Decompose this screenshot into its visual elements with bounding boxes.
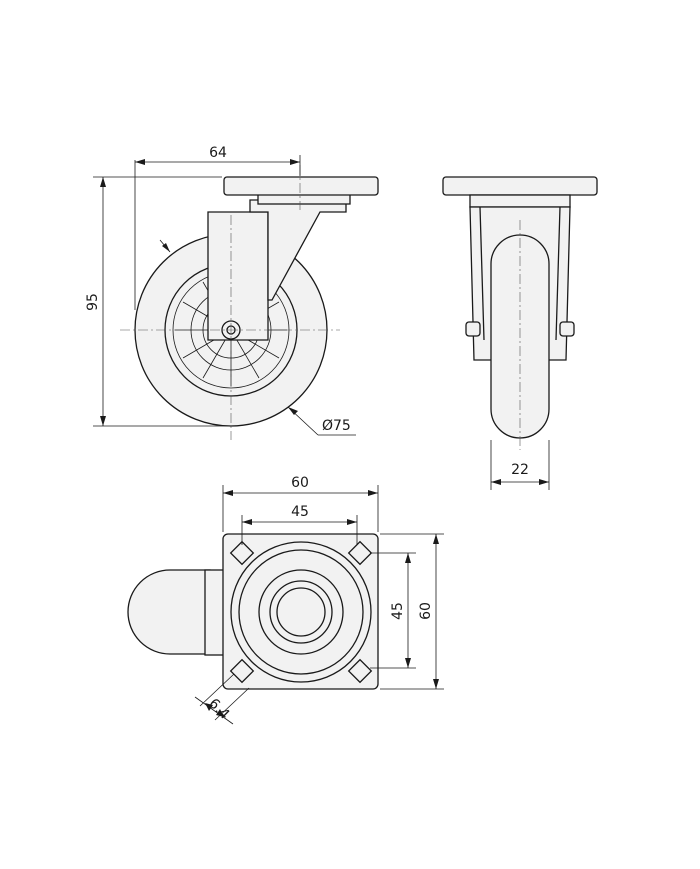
bolt-hole-tl — [229, 540, 255, 566]
plate-ring-inner — [258, 569, 344, 655]
dim-wheel-width: 22 — [511, 462, 529, 478]
dim-hole-diameter: 6.4 — [205, 696, 232, 723]
plate-ring-mid — [238, 549, 364, 675]
front-view: 22 — [442, 176, 598, 490]
bolt-hole-br — [347, 658, 373, 684]
side-view: 64 95 Ø75 — [85, 145, 379, 440]
top-view: 60 45 45 60 6.4 — [127, 475, 444, 725]
kingpin-outer — [269, 580, 333, 644]
dim-bolt-spacing-v: 45 — [390, 602, 406, 620]
front-swivel — [469, 194, 571, 208]
dim-top-width: 64 — [209, 145, 227, 161]
front-axle-left — [465, 321, 481, 337]
kingpin-inner — [276, 587, 326, 637]
bolt-hole-bl — [229, 658, 255, 684]
bolt-hole-tr — [347, 540, 373, 566]
bolt-holes — [229, 540, 373, 684]
front-axle-right — [559, 321, 575, 337]
dim-bolt-spacing-h: 45 — [291, 504, 309, 520]
dim-plate-width: 60 — [291, 475, 309, 491]
fork-leg — [207, 211, 269, 341]
dim-wheel-diameter: Ø75 — [322, 418, 351, 434]
front-top-plate — [442, 176, 598, 196]
front-fork-inner — [479, 206, 561, 341]
dim-height: 95 — [85, 293, 101, 311]
plate-ring-outer — [230, 541, 372, 683]
dim-plate-height: 60 — [418, 602, 434, 620]
top-plate — [223, 176, 379, 196]
top-wheel — [127, 569, 211, 655]
